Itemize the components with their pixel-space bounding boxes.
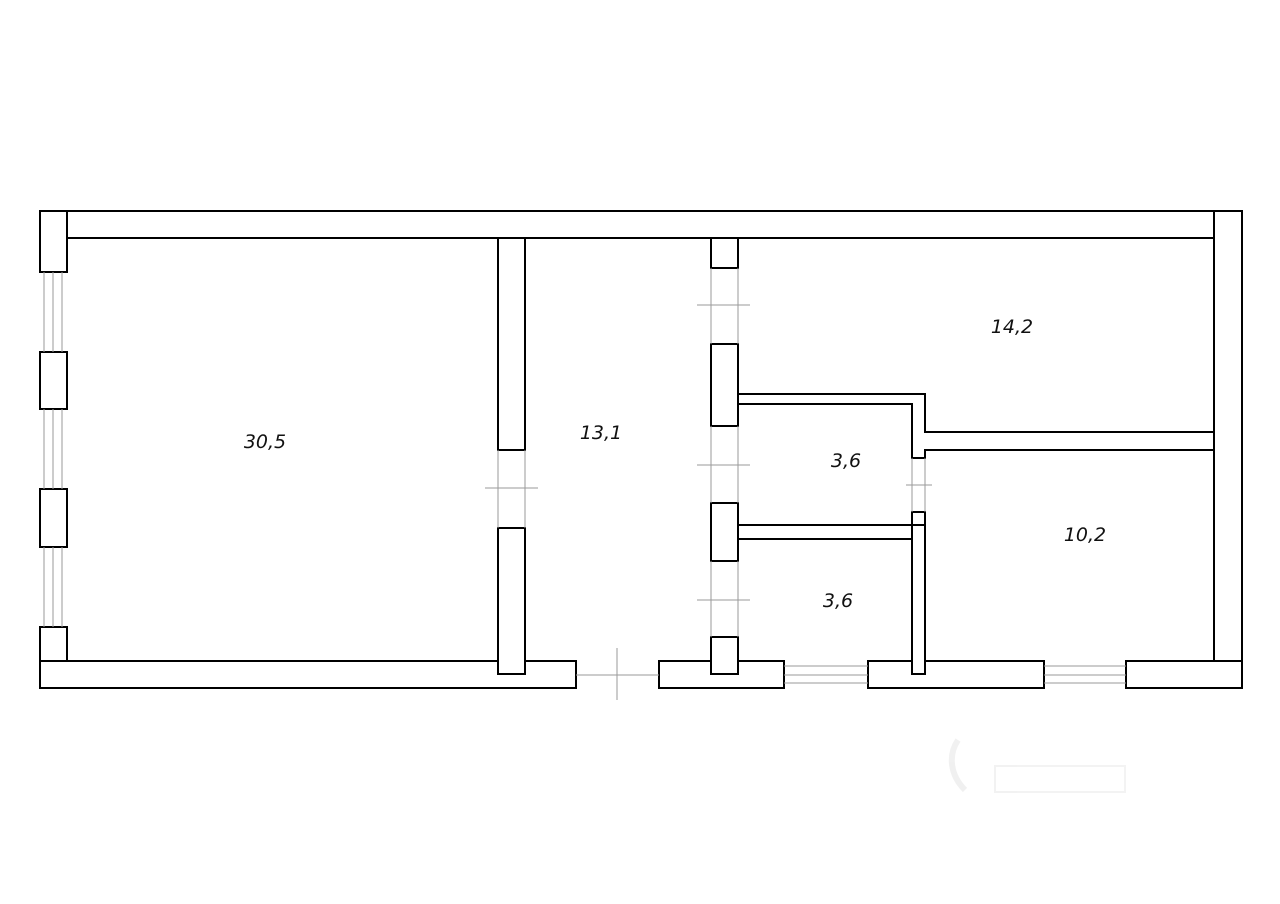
entrance-opening: [576, 648, 659, 700]
inner-partitions: [737, 393, 1215, 675]
outer-walls: [39, 210, 1243, 689]
watermark-logo: [948, 738, 1126, 793]
room-area-living-room: 30,5: [244, 431, 286, 453]
room-area-bedroom-bottom: 10,2: [1064, 524, 1106, 546]
left-windows: [43, 272, 63, 627]
room-area-bathroom-upper: 3,6: [831, 450, 861, 472]
room-area-hallway: 13,1: [580, 422, 622, 444]
room-area-bedroom-top: 14,2: [991, 316, 1033, 338]
bottom-windows: [784, 665, 1126, 684]
hall-right-wall: [697, 237, 750, 675]
room-area-bathroom-lower: 3,6: [823, 590, 853, 612]
living-hall-wall: [485, 237, 538, 675]
